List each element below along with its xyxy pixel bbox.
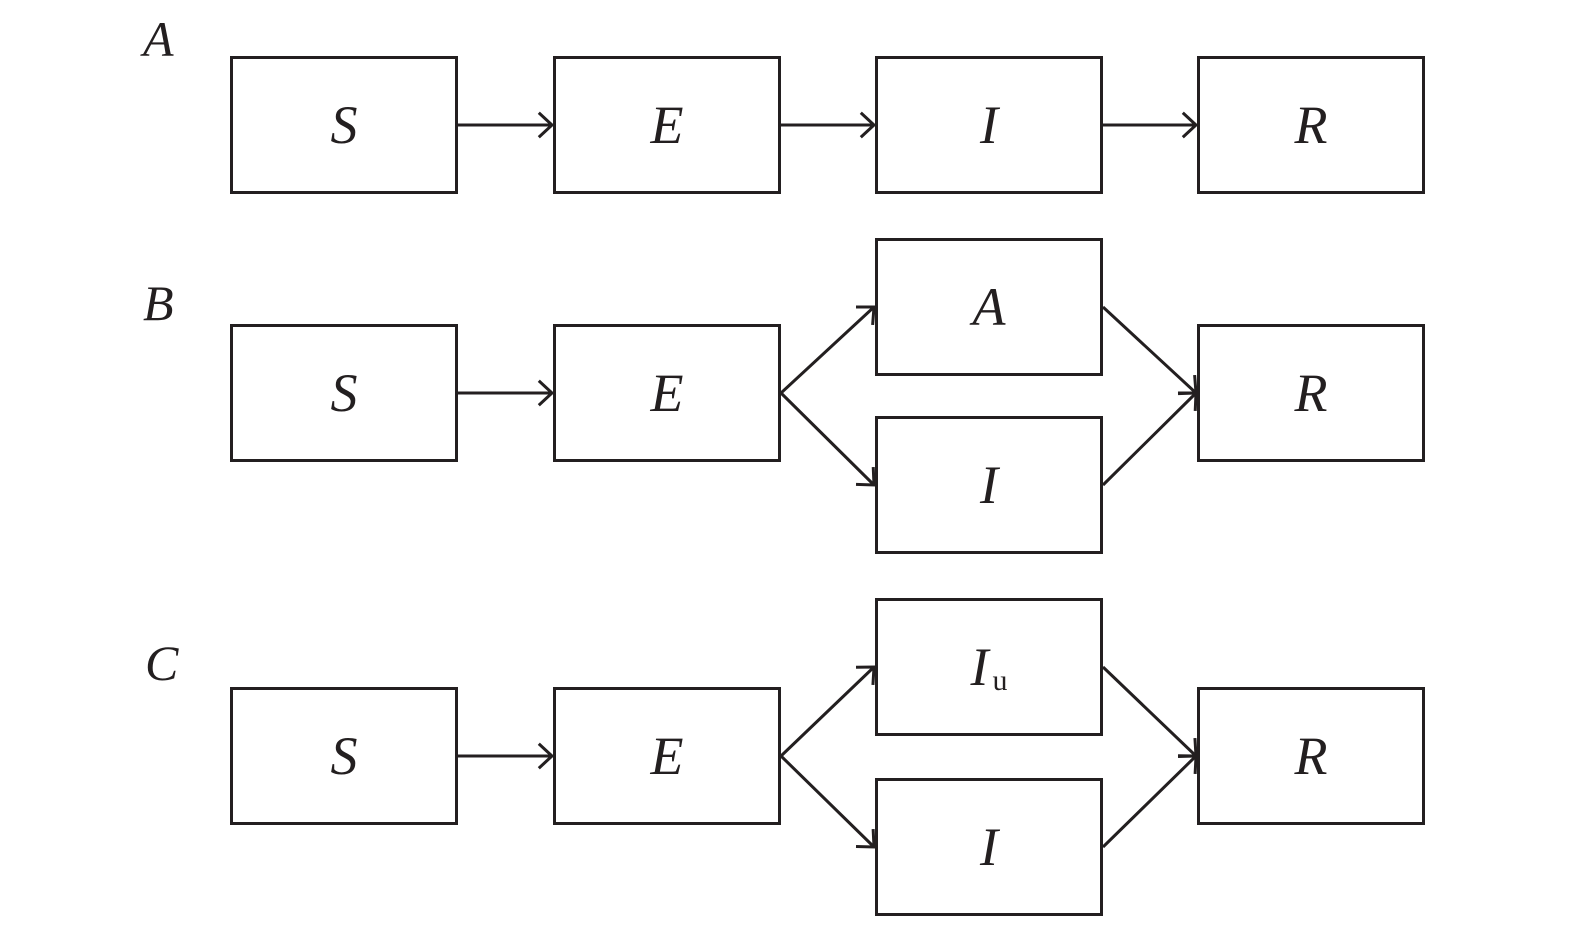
arrow-b-e-to-a bbox=[779, 305, 876, 395]
node-b-e: E bbox=[553, 324, 781, 462]
arrow-c-s-to-e bbox=[458, 742, 555, 770]
node-label: S bbox=[330, 726, 358, 786]
arrow-c-e-to-iu bbox=[779, 665, 876, 758]
node-a-r: R bbox=[1197, 56, 1425, 194]
panel-label-c: C bbox=[145, 635, 179, 691]
node-c-e: E bbox=[553, 687, 781, 825]
node-label: E bbox=[650, 363, 684, 423]
arrow-b-a-to-r bbox=[1101, 305, 1198, 395]
arrow-a-i-to-r bbox=[1103, 111, 1199, 139]
node-label: S bbox=[330, 363, 358, 423]
node-c-s: S bbox=[230, 687, 458, 825]
arrow-c-iu-to-r bbox=[1101, 665, 1198, 758]
node-label: R bbox=[1294, 95, 1328, 155]
node-label: I bbox=[970, 637, 989, 697]
arrow-a-e-to-i bbox=[781, 111, 877, 139]
panel-label-a: A bbox=[143, 11, 174, 67]
node-label: E bbox=[650, 95, 684, 155]
node-a-e: E bbox=[553, 56, 781, 194]
arrow-c-i-to-r bbox=[1101, 754, 1198, 849]
arrow-b-i-to-r bbox=[1101, 391, 1198, 487]
node-label: S bbox=[330, 95, 358, 155]
node-label: A bbox=[972, 277, 1006, 337]
node-c-r: R bbox=[1197, 687, 1425, 825]
node-label: R bbox=[1294, 726, 1328, 786]
node-label: I bbox=[980, 817, 998, 877]
arrow-a-s-to-e bbox=[458, 111, 555, 139]
arrow-b-s-to-e bbox=[458, 379, 555, 407]
node-subscript: u bbox=[992, 664, 1008, 697]
node-b-s: S bbox=[230, 324, 458, 462]
node-label: I bbox=[980, 455, 998, 515]
node-c-i: I bbox=[875, 778, 1103, 916]
node-label: E bbox=[650, 726, 684, 786]
node-a-i: I bbox=[875, 56, 1103, 194]
node-b-r: R bbox=[1197, 324, 1425, 462]
arrow-b-e-to-i bbox=[779, 391, 876, 487]
panel-label-b: B bbox=[143, 275, 174, 331]
node-b-a: A bbox=[875, 238, 1103, 376]
node-b-i: I bbox=[875, 416, 1103, 554]
node-a-s: S bbox=[230, 56, 458, 194]
node-label: I bbox=[980, 95, 998, 155]
node-label: R bbox=[1294, 363, 1328, 423]
arrow-c-e-to-i bbox=[779, 754, 876, 849]
